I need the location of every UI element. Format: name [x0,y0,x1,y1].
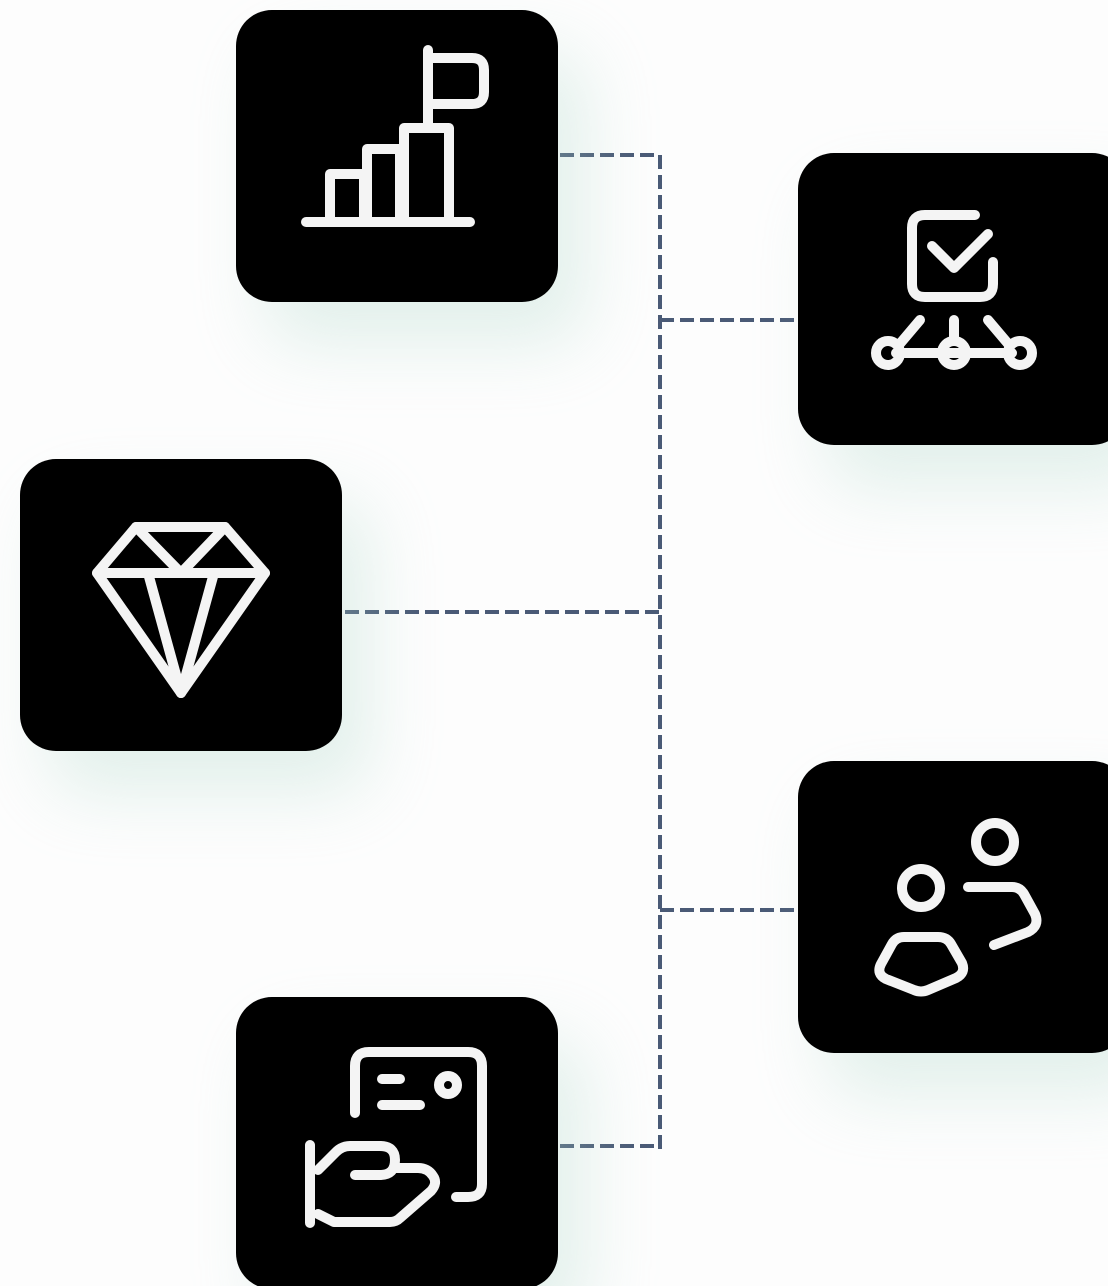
two-users-icon [874,818,1042,997]
node-value [20,459,342,751]
hand-card-icon [305,1047,487,1228]
node-approval-workflow [798,153,1108,445]
diamond-icon [92,522,270,698]
bar-chart-flag-icon [301,45,489,227]
node-growth [236,10,558,302]
node-team [798,761,1108,1053]
checkbox-network-icon [871,210,1037,370]
node-offer [236,997,558,1286]
